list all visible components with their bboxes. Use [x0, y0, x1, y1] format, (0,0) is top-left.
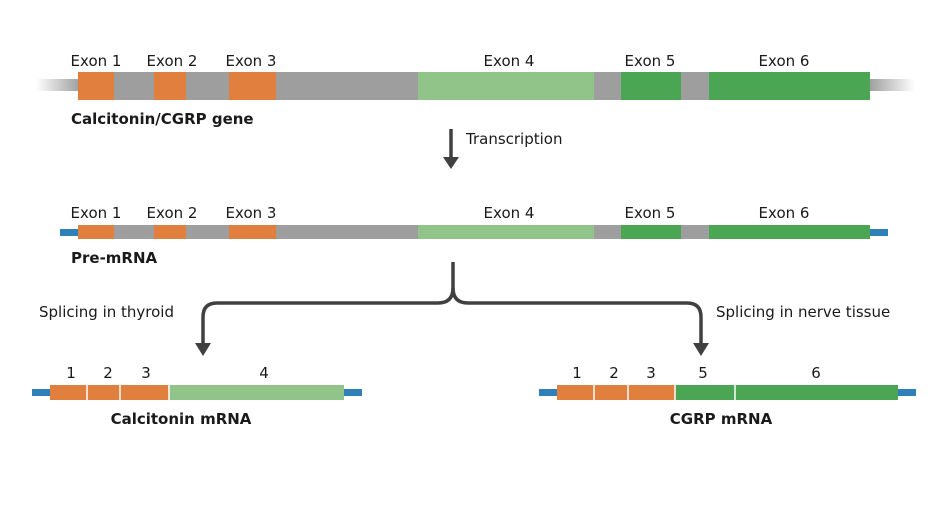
gene-intron-4 — [594, 72, 621, 100]
cgrp-exon-3 — [628, 385, 675, 400]
splicing-thyroid-label: Splicing in thyroid — [39, 303, 174, 321]
pre-exon-2 — [154, 225, 186, 239]
pre-utr-right — [870, 229, 888, 236]
nerve-arrowhead — [693, 343, 709, 356]
gene-exon-3-label: Exon 3 — [226, 52, 277, 70]
pre-mrna-title: Pre-mRNA — [71, 249, 158, 267]
gene-flank-right — [869, 79, 915, 91]
calc-exon-3 — [120, 385, 169, 400]
gene-exon-4-label: Exon 4 — [484, 52, 535, 70]
calc-exon-2 — [87, 385, 120, 400]
gene-intron-1 — [114, 72, 154, 100]
pre-intron-1 — [114, 225, 154, 239]
pre-exon-3-label: Exon 3 — [226, 204, 277, 222]
pre-exon-5-label: Exon 5 — [625, 204, 676, 222]
pre-exon-4 — [418, 225, 594, 239]
calc-utr-right — [344, 389, 362, 396]
gene-exon-3 — [229, 72, 276, 100]
gene-exon-4 — [418, 72, 594, 100]
gene-exon-6 — [709, 72, 870, 100]
transcription-arrow — [443, 129, 459, 169]
gene-intron-3 — [276, 72, 418, 100]
cgrp-mrna-title: CGRP mRNA — [670, 410, 773, 428]
gene-exon-2-label: Exon 2 — [147, 52, 198, 70]
cgrp-utr-right — [898, 389, 916, 396]
cgrp-utr-left — [539, 389, 557, 396]
calc-exon-2-label: 2 — [103, 364, 113, 382]
cgrp-exon-3-label: 3 — [646, 364, 656, 382]
pre-exon-6-label: Exon 6 — [759, 204, 810, 222]
calc-utr-left — [32, 389, 50, 396]
splicing-bracket — [201, 262, 703, 345]
pre-intron-5 — [681, 225, 709, 239]
calc-exon-4 — [169, 385, 344, 400]
calc-exon-1-label: 1 — [66, 364, 76, 382]
pre-exon-5 — [621, 225, 681, 239]
pre-exon-3 — [229, 225, 276, 239]
gene-exon-5-label: Exon 5 — [625, 52, 676, 70]
gene-flank-left — [36, 79, 80, 91]
pre-mrna-strand — [60, 225, 888, 239]
gene-exon-6-label: Exon 6 — [759, 52, 810, 70]
pre-utr-left — [60, 229, 78, 236]
calc-exon-1 — [50, 385, 87, 400]
pre-exon-1-label: Exon 1 — [71, 204, 122, 222]
pre-exon-1 — [78, 225, 114, 239]
calcitonin-mrna-strand — [32, 385, 362, 400]
calc-exon-3-label: 3 — [141, 364, 151, 382]
pre-intron-4 — [594, 225, 621, 239]
pre-intron-2 — [186, 225, 229, 239]
gene-strand — [36, 72, 915, 100]
cgrp-exon-6-label: 6 — [811, 364, 821, 382]
cgrp-exon-5-label: 5 — [698, 364, 708, 382]
gene-exon-5 — [621, 72, 681, 100]
pre-intron-3 — [276, 225, 418, 239]
transcription-label: Transcription — [465, 130, 562, 148]
cgrp-exon-6 — [735, 385, 898, 400]
cgrp-exon-1-label: 1 — [572, 364, 582, 382]
pre-exon-4-label: Exon 4 — [484, 204, 535, 222]
gene-title: Calcitonin/CGRP gene — [71, 110, 254, 128]
pre-exon-2-label: Exon 2 — [147, 204, 198, 222]
gene-exon-2 — [154, 72, 186, 100]
cgrp-exon-2 — [594, 385, 628, 400]
cgrp-mrna-strand — [539, 385, 916, 400]
pre-exon-6 — [709, 225, 870, 239]
gene-exon-1 — [78, 72, 114, 100]
calcitonin-mrna-title: Calcitonin mRNA — [111, 410, 252, 428]
gene-exon-1-label: Exon 1 — [71, 52, 122, 70]
cgrp-exon-1 — [557, 385, 594, 400]
splicing-nerve-label: Splicing in nerve tissue — [716, 303, 890, 321]
calc-exon-4-label: 4 — [259, 364, 269, 382]
thyroid-arrowhead — [195, 343, 211, 356]
cgrp-exon-2-label: 2 — [609, 364, 619, 382]
gene-intron-2 — [186, 72, 229, 100]
gene-intron-5 — [681, 72, 709, 100]
cgrp-exon-5 — [675, 385, 735, 400]
